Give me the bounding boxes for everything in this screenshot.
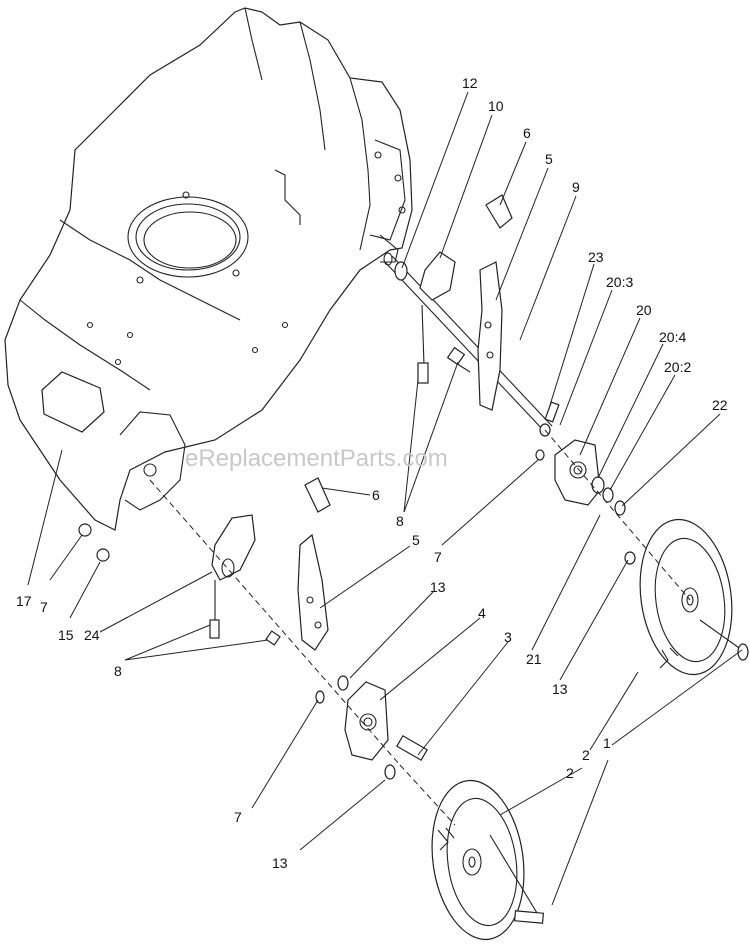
callout-9: 9	[572, 179, 580, 195]
callout-6-rear: 6	[523, 125, 531, 141]
rear-axle	[383, 252, 553, 433]
callout-22: 22	[712, 397, 728, 413]
callout-8-front: 8	[114, 663, 122, 679]
callout-6-front: 6	[372, 487, 380, 503]
front-height-lever	[297, 477, 331, 651]
callout-7-rear: 7	[434, 549, 442, 565]
rear-wheel	[639, 518, 749, 676]
callout-21: 21	[526, 651, 542, 667]
front-wheel-bracket	[344, 681, 428, 762]
front-height-adjuster	[209, 514, 256, 639]
rear-height-adjuster	[417, 251, 456, 384]
front-spacers	[78, 523, 396, 780]
callout-10: 10	[488, 98, 504, 114]
mower-deck-housing	[4, 7, 413, 531]
callout-5-front: 5	[412, 532, 420, 548]
callout-4: 4	[478, 605, 486, 621]
callout-2-front: 2	[566, 765, 574, 781]
callout-7-front: 7	[234, 809, 242, 825]
callout-labels: 12 10 6 5 9 23 20:3 20 20:4 20:2 22 6 8 …	[16, 75, 728, 871]
watermark: eReplacementParts.com	[185, 445, 448, 472]
callout-1: 1	[603, 735, 611, 751]
assembly-lines	[149, 429, 691, 826]
callout-23: 23	[588, 249, 604, 265]
callout-5-rear: 5	[545, 151, 553, 167]
callout-13-front-bottom: 13	[272, 855, 288, 871]
front-wheel	[431, 779, 545, 941]
callout-17: 17	[16, 593, 32, 609]
callout-8-rear: 8	[396, 513, 404, 529]
callout-12: 12	[462, 75, 478, 91]
callout-7-front-left: 7	[40, 599, 48, 615]
callout-15: 15	[58, 627, 74, 643]
callout-13-rear: 13	[552, 681, 568, 697]
callout-20: 20	[636, 302, 652, 318]
callout-3: 3	[504, 629, 512, 645]
rear-pivot-bolt	[446, 346, 471, 373]
callout-24: 24	[84, 627, 100, 643]
callout-13-front-top: 13	[430, 579, 446, 595]
callout-2-rear: 2	[582, 747, 590, 763]
callout-20-2: 20:2	[664, 359, 691, 375]
callout-20-3: 20:3	[606, 274, 633, 290]
leader-lines	[27, 91, 743, 906]
callout-20-4: 20:4	[659, 329, 686, 345]
rear-wheel-bracket	[535, 401, 636, 565]
